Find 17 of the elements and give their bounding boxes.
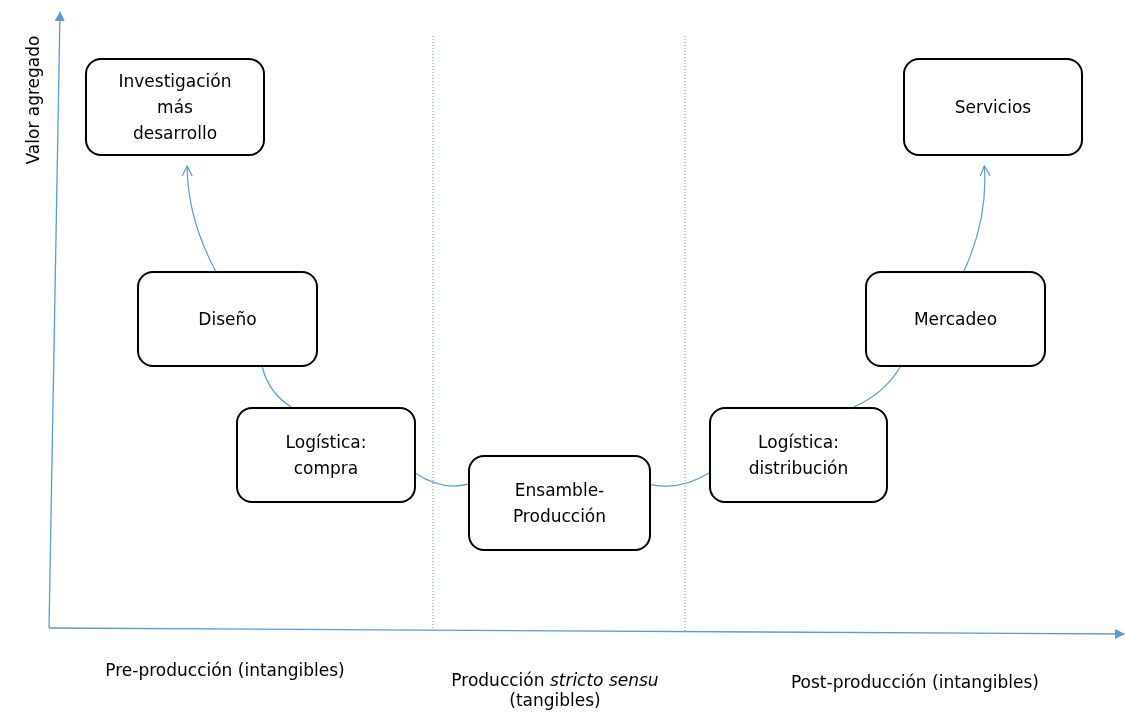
- process-box: Servicios: [903, 58, 1083, 156]
- connector-arrow: [963, 165, 991, 272]
- process-box: Diseño: [137, 271, 318, 367]
- phase-label: Producción stricto sensu (tangibles): [450, 670, 660, 710]
- phase-label: Pre-producción (intangibles): [104, 660, 346, 680]
- process-box: Investigación más desarrollo: [85, 58, 265, 156]
- process-box: Ensamble-Producción: [468, 455, 651, 551]
- process-box: Logística: compra: [236, 407, 416, 503]
- connector-line: [650, 472, 710, 487]
- phase-label: Post-producción (intangibles): [789, 672, 1040, 692]
- connector-line: [415, 472, 469, 487]
- process-box: Logística: distribución: [709, 407, 888, 503]
- process-box: Mercadeo: [865, 271, 1046, 367]
- axis-label: Valor agregado: [23, 34, 43, 167]
- connector-line: [261, 366, 292, 408]
- connector-line: [853, 366, 901, 408]
- connector-arrow: [181, 165, 217, 272]
